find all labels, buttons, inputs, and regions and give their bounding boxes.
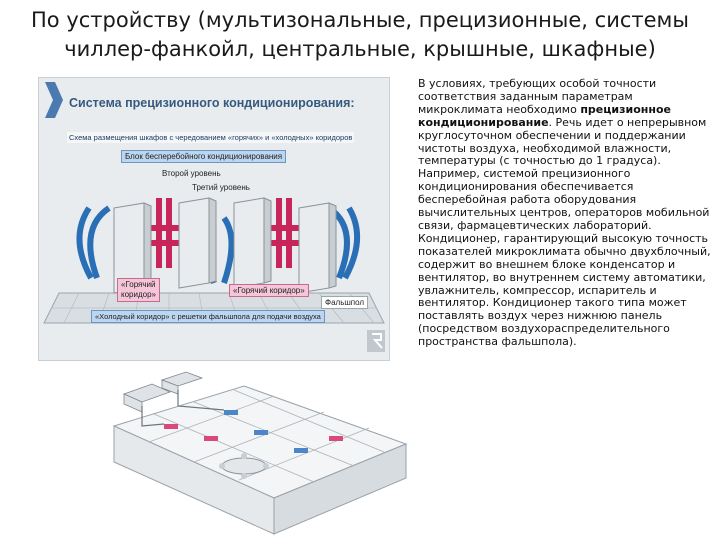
- paragraph-1-end: . Речь идет о непрерывном круглосуточном…: [418, 115, 707, 168]
- precision-ac-diagram: Система прецизионного кондиционирования:…: [38, 77, 390, 361]
- level3-label: Третий уровень: [192, 183, 250, 192]
- paragraph-1: В условиях, требующих особой точности со…: [418, 77, 716, 168]
- hot-corridor-1-label: «Горячий коридор»: [117, 278, 160, 302]
- raised-floor-label: Фальшпол: [321, 296, 369, 309]
- hot-corridor-1-line2: коридор»: [121, 290, 156, 299]
- hot-corridor-1-line1: «Горячий: [121, 280, 156, 289]
- slide-title: По устройству (мультизональные, прецизио…: [0, 6, 720, 64]
- body-text: В условиях, требующих особой точности со…: [418, 77, 716, 349]
- level2-label: Второй уровень: [162, 169, 221, 178]
- diagram-title: Система прецизионного кондиционирования:: [69, 96, 355, 110]
- building-isometric-illustration: [112, 371, 408, 535]
- paragraph-2: Например, системой прецизионного кондици…: [418, 167, 711, 349]
- paragraph-1-start: В условиях, требующих особой точности со…: [418, 77, 657, 116]
- title-line-2: чиллер-фанкойл, центральные, крышные, шк…: [64, 37, 656, 61]
- diagram-scheme-caption: Схема размещения шкафов с чередованием «…: [67, 132, 355, 143]
- chevron-icon: [45, 82, 63, 118]
- paragraph-1-bold: прецизионное кондиционирование: [418, 102, 671, 129]
- cold-corridor-label: «Холодный коридор» с решетки фальшпола д…: [91, 310, 325, 323]
- title-line-1: По устройству (мультизональные, прецизио…: [31, 8, 689, 32]
- ups-block-label: Блок бесперебойного кондиционирования: [121, 150, 287, 163]
- hot-corridor-2-label: «Горячий коридор»: [229, 284, 309, 297]
